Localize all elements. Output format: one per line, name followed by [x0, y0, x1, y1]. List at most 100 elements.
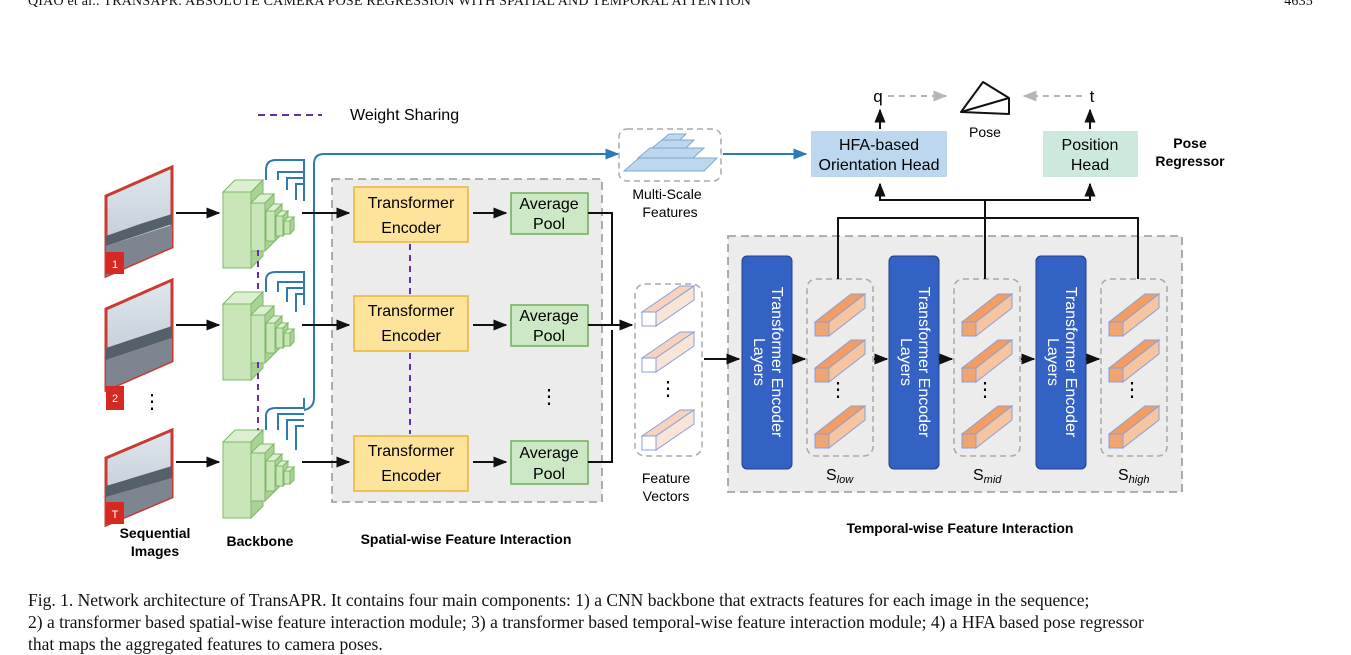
- svg-text:Pool: Pool: [533, 216, 565, 233]
- sequential-images-label-1: Sequential: [120, 525, 191, 541]
- svg-text:Average: Average: [519, 445, 578, 462]
- s-mid-label: Smid: [973, 467, 1002, 486]
- token-1-1-side: [975, 338, 1013, 384]
- position-head: Position Head: [1043, 131, 1138, 177]
- token-1-0-front: [961, 321, 977, 337]
- token-2-2-side: [1122, 404, 1160, 450]
- figure-caption: Fig. 1. Network architecture of TransAPR…: [28, 589, 1314, 655]
- token-0-1-side: [828, 338, 866, 384]
- caption-line-1: Fig. 1. Network architecture of TransAPR…: [28, 590, 1090, 610]
- s-low-label: Slow: [826, 467, 854, 486]
- temporal-encoder-layer-1: Transformer Encoder Layers: [741, 255, 793, 470]
- feature-vectors-ellipsis: ⋮: [658, 378, 678, 400]
- token-1-2-side: [975, 404, 1013, 450]
- backbone-block-2-front: [265, 460, 276, 492]
- transformer-encoder-3: Transformer Encoder: [353, 435, 469, 492]
- pose-regressor-label-2: Regressor: [1155, 153, 1225, 169]
- running-title: QIAO et al.: TRANSAPR: ABSOLUTE CAMERA P…: [28, 0, 752, 9]
- backbone-block-3-front: [275, 215, 284, 237]
- frame-tag-T: T: [112, 509, 119, 521]
- sequential-images-label-2: Images: [131, 543, 179, 559]
- svg-text:Head: Head: [1071, 157, 1109, 174]
- svg-text:Encoder: Encoder: [381, 468, 441, 485]
- average-pool-3: Average Pool: [510, 440, 589, 485]
- s-high-box: [1100, 278, 1168, 457]
- svg-text:Encoder: Encoder: [381, 328, 441, 345]
- network-architecture-figure: Weight Sharing 1 2 ⋮ T Sequential Images…: [104, 81, 1225, 559]
- s-low-tokens: [813, 292, 867, 450]
- temporal-encoder-layer-3: Transformer Encoder Layers: [1035, 255, 1087, 470]
- feature-vector-2-front: [641, 435, 657, 451]
- feature-vectors-label-2: Vectors: [643, 488, 690, 504]
- feature-vectors: [640, 285, 696, 451]
- temporal-interaction-label: Temporal-wise Feature Interaction: [847, 520, 1074, 536]
- average-pool-1: Average Pool: [510, 192, 589, 235]
- q-label: q: [873, 87, 882, 106]
- transformer-encoder-2: Transformer Encoder: [353, 295, 469, 352]
- svg-text:Average: Average: [519, 196, 578, 213]
- backbone-2: [221, 290, 296, 382]
- multiscale-label-2: Features: [642, 204, 697, 220]
- backbone-label: Backbone: [227, 533, 294, 549]
- token-0-2-front: [814, 433, 830, 449]
- backbone-block-4-front: [283, 332, 291, 347]
- svg-text:Pool: Pool: [533, 328, 565, 345]
- backbone-block-0-front: [222, 441, 252, 519]
- svg-text:Layers: Layers: [1044, 338, 1061, 386]
- camera-pose-icon: [960, 81, 1010, 115]
- s-low-box: [806, 278, 874, 457]
- svg-text:Transformer Encoder: Transformer Encoder: [915, 287, 932, 438]
- temporal-encoder-layer-2: Transformer Encoder Layers: [888, 255, 940, 470]
- svg-text:Transformer: Transformer: [368, 443, 455, 460]
- token-2-2-front: [1108, 433, 1124, 449]
- feature-vectors-label-1: Feature: [642, 470, 690, 486]
- svg-text:Layers: Layers: [750, 338, 767, 386]
- svg-text:Transformer: Transformer: [368, 303, 455, 320]
- frame-ellipsis: ⋮: [142, 391, 162, 413]
- t-label: t: [1090, 87, 1095, 106]
- multiscale-box: [618, 128, 722, 182]
- head-connections: [837, 108, 1139, 279]
- backbone-block-0-front: [222, 191, 252, 269]
- backbone-block-1-front: [250, 314, 266, 364]
- token-0-2-side: [828, 404, 866, 450]
- caption-line-2: 2) a transformer based spatial-wise feat…: [28, 612, 1144, 632]
- pool-to-feature-links: [588, 212, 634, 463]
- backbone-block-4-side: [289, 465, 295, 486]
- backbone-block-4-front: [283, 220, 291, 235]
- pose-label: Pose: [969, 124, 1001, 140]
- svg-text:Transformer: Transformer: [368, 195, 455, 212]
- token-0-0-side: [828, 292, 866, 338]
- multiscale-label-1: Multi-Scale: [632, 186, 701, 202]
- s-mid-tokens: [960, 292, 1014, 450]
- token-2-0-front: [1108, 321, 1124, 337]
- svg-text:Orientation Head: Orientation Head: [819, 157, 940, 174]
- frame-tag-2: 2: [112, 393, 118, 405]
- transformer-encoder-1: Transformer Encoder: [353, 186, 469, 243]
- feature-vector-0-front: [641, 311, 657, 327]
- backbone-block-4-side: [289, 215, 295, 236]
- backbone-block-1-front: [250, 202, 266, 252]
- frame-tag-1: 1: [112, 259, 118, 271]
- s-mid-box: [953, 278, 1021, 457]
- s-low-ellipsis: ⋮: [828, 379, 848, 401]
- caption-line-3: that maps the aggregated features to cam…: [28, 634, 383, 654]
- backbone-block-4-side: [289, 327, 295, 348]
- backbone-block-1-front: [250, 452, 266, 502]
- token-1-1-front: [961, 367, 977, 383]
- svg-text:Transformer Encoder: Transformer Encoder: [1062, 287, 1079, 438]
- svg-text:Encoder: Encoder: [381, 220, 441, 237]
- feature-vector-1-front: [641, 357, 657, 373]
- backbone-1: [221, 178, 296, 270]
- backbone-block-2-front: [265, 322, 276, 354]
- svg-text:Layers: Layers: [897, 338, 914, 386]
- backbone-block-4-front: [283, 470, 291, 485]
- s-mid-ellipsis: ⋮: [975, 379, 995, 401]
- svg-text:Average: Average: [519, 308, 578, 325]
- weight-sharing-legend-label: Weight Sharing: [350, 107, 459, 124]
- backbone-block-3-front: [275, 327, 284, 349]
- orientation-head: HFA-based Orientation Head: [811, 131, 947, 177]
- pose-regressor-label-1: Pose: [1173, 135, 1207, 151]
- backbone-block-3-front: [275, 465, 284, 487]
- input-image-2: 2: [104, 277, 174, 410]
